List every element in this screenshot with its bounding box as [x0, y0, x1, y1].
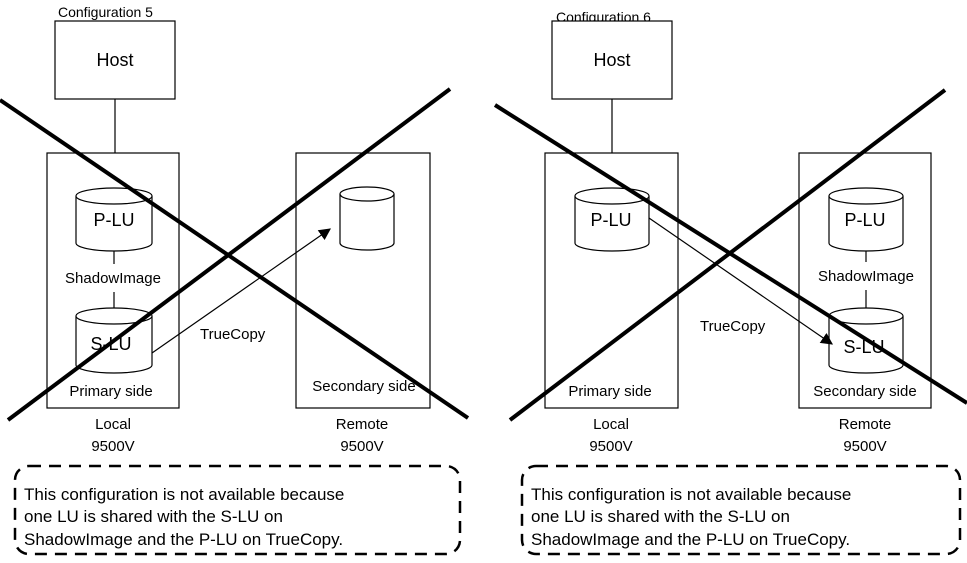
s-lu-label: S-LU — [843, 337, 884, 357]
cross-line — [0, 98, 470, 420]
panel-configuration-6: Configuration 6 Host P-LU Primary side L… — [493, 9, 967, 556]
panel-title: Configuration 5 — [58, 4, 153, 20]
storage-model: 9500V — [340, 438, 383, 455]
side-label: Secondary side — [813, 383, 916, 400]
storage-name: Remote — [336, 416, 389, 433]
panel-configuration-5: Configuration 5 Host P-LU ShadowImage S-… — [0, 4, 470, 556]
truecopy-arrow — [648, 217, 833, 345]
note-box — [13, 464, 462, 556]
note-line: one LU is shared with the S-LU on — [24, 507, 283, 526]
truecopy-label: TrueCopy — [200, 326, 266, 343]
shadowimage-label: ShadowImage — [65, 270, 161, 287]
s-lu-cylinder — [828, 307, 904, 374]
p-lu-label: P-LU — [844, 210, 885, 230]
p-lu-label: P-LU — [590, 210, 631, 230]
host-box — [54, 20, 176, 100]
cross-line — [6, 87, 452, 422]
storage-name: Remote — [839, 416, 892, 433]
cross-line — [508, 88, 947, 422]
remote-lu-cylinder — [339, 186, 395, 251]
truecopy-label: TrueCopy — [700, 318, 766, 335]
storage-model: 9500V — [589, 438, 632, 455]
storage-model: 9500V — [843, 438, 886, 455]
note-line: This configuration is not available beca… — [24, 485, 344, 504]
host-box — [551, 20, 673, 100]
storage-model: 9500V — [91, 438, 134, 455]
side-label: Primary side — [69, 383, 152, 400]
note-line: ShadowImage and the P-LU on TrueCopy. — [531, 530, 850, 549]
note-line: one LU is shared with the S-LU on — [531, 507, 790, 526]
note-box — [520, 464, 962, 556]
truecopy-arrow — [151, 228, 331, 354]
host-label: Host — [593, 50, 630, 70]
storage-name: Local — [95, 416, 131, 433]
p-lu-cylinder — [828, 187, 904, 252]
side-label: Primary side — [568, 383, 651, 400]
shadowimage-label: ShadowImage — [818, 268, 914, 285]
p-lu-label: P-LU — [93, 210, 134, 230]
note-line: ShadowImage and the P-LU on TrueCopy. — [24, 530, 343, 549]
note-line: This configuration is not available beca… — [531, 485, 851, 504]
s-lu-cylinder — [75, 307, 153, 374]
host-label: Host — [96, 50, 133, 70]
storage-name: Local — [593, 416, 629, 433]
side-label: Secondary side — [312, 378, 415, 395]
remote-storage-box — [295, 152, 431, 409]
